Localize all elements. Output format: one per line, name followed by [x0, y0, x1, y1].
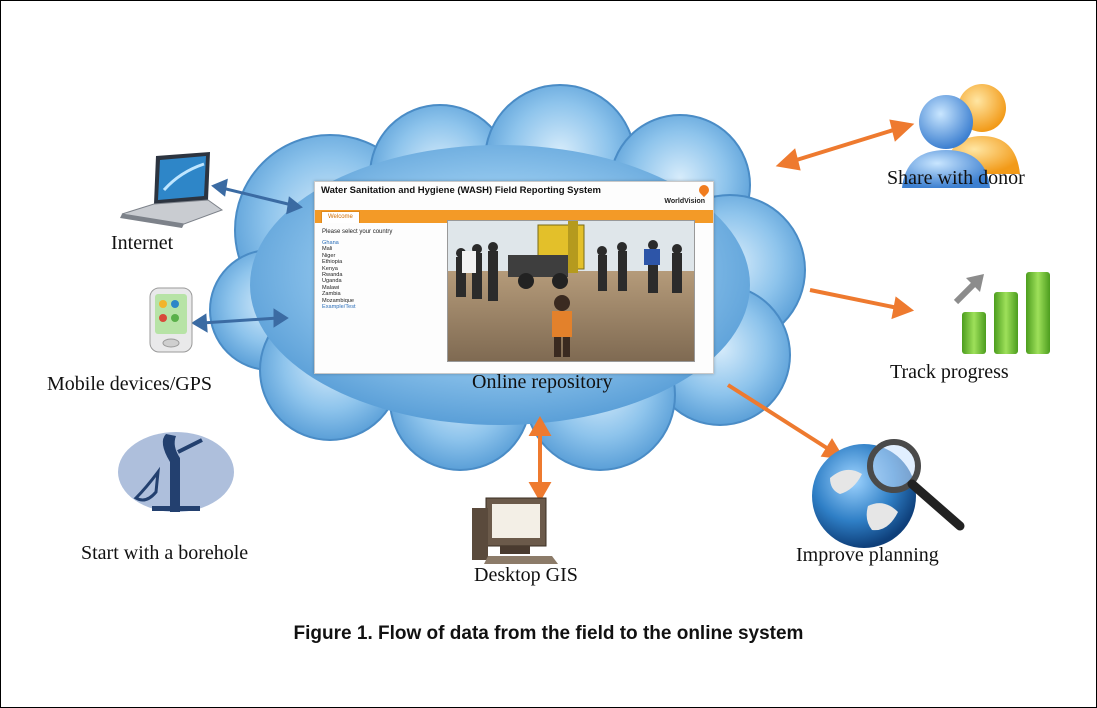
child-figure — [552, 295, 572, 357]
country-item[interactable]: Niger — [322, 252, 336, 259]
tab-welcome[interactable]: Welcome — [321, 211, 360, 223]
bar-chart-icon — [953, 272, 1050, 354]
country-item[interactable]: Mozambique — [322, 297, 355, 304]
field-photo-drawing — [448, 221, 694, 361]
country-item[interactable]: Zambia — [322, 291, 341, 298]
country-item[interactable]: Example/Test — [322, 304, 356, 311]
label-desktop: Desktop GIS — [474, 564, 578, 586]
arrow-progress — [809, 288, 915, 320]
desktop-computer-icon — [472, 497, 558, 564]
label-repository: Online repository — [472, 371, 613, 393]
country-item[interactable]: Mali — [322, 246, 333, 253]
laptop-icon — [120, 152, 224, 228]
outbound-arrows — [528, 119, 915, 503]
country-list: Ghana Mali Niger Ethiopia Kenya Rwanda U… — [322, 240, 356, 310]
screenshot-brand: WorldVision — [664, 198, 705, 205]
country-item[interactable]: Uganda — [322, 278, 342, 285]
inbound-arrows — [191, 178, 303, 333]
country-item[interactable]: Rwanda — [322, 272, 343, 279]
label-planning: Improve planning — [796, 544, 939, 566]
screenshot-title: Water Sanitation and Hygiene (WASH) Fiel… — [321, 185, 601, 196]
country-prompt: Please select your country — [322, 229, 393, 235]
wash-system-screenshot: Water Sanitation and Hygiene (WASH) Fiel… — [314, 181, 714, 374]
mobile-device-icon — [149, 287, 193, 353]
label-mobile: Mobile devices/GPS — [47, 373, 212, 395]
label-internet: Internet — [111, 232, 174, 254]
arrow-desktop — [528, 415, 552, 503]
world-vision-logo-icon — [696, 182, 712, 198]
people-icon — [902, 84, 1020, 188]
label-progress: Track progress — [890, 361, 1009, 383]
arrow-mobile — [191, 308, 289, 333]
country-item[interactable]: Ghana — [322, 240, 339, 246]
screenshot-tab-bar — [315, 210, 713, 223]
arrow-donor — [775, 119, 915, 171]
label-donor: Share with donor — [887, 167, 1025, 189]
field-photo — [447, 220, 695, 362]
country-item[interactable]: Malawi — [322, 284, 340, 291]
globe-magnifier-icon — [812, 439, 965, 548]
arrow-internet — [211, 178, 303, 215]
country-item[interactable]: Kenya — [322, 265, 338, 272]
figure-caption: Figure 1. Flow of data from the field to… — [293, 623, 804, 644]
label-borehole: Start with a borehole — [81, 542, 249, 564]
country-item[interactable]: Ethiopia — [322, 259, 343, 266]
borehole-pump-icon — [118, 432, 234, 512]
